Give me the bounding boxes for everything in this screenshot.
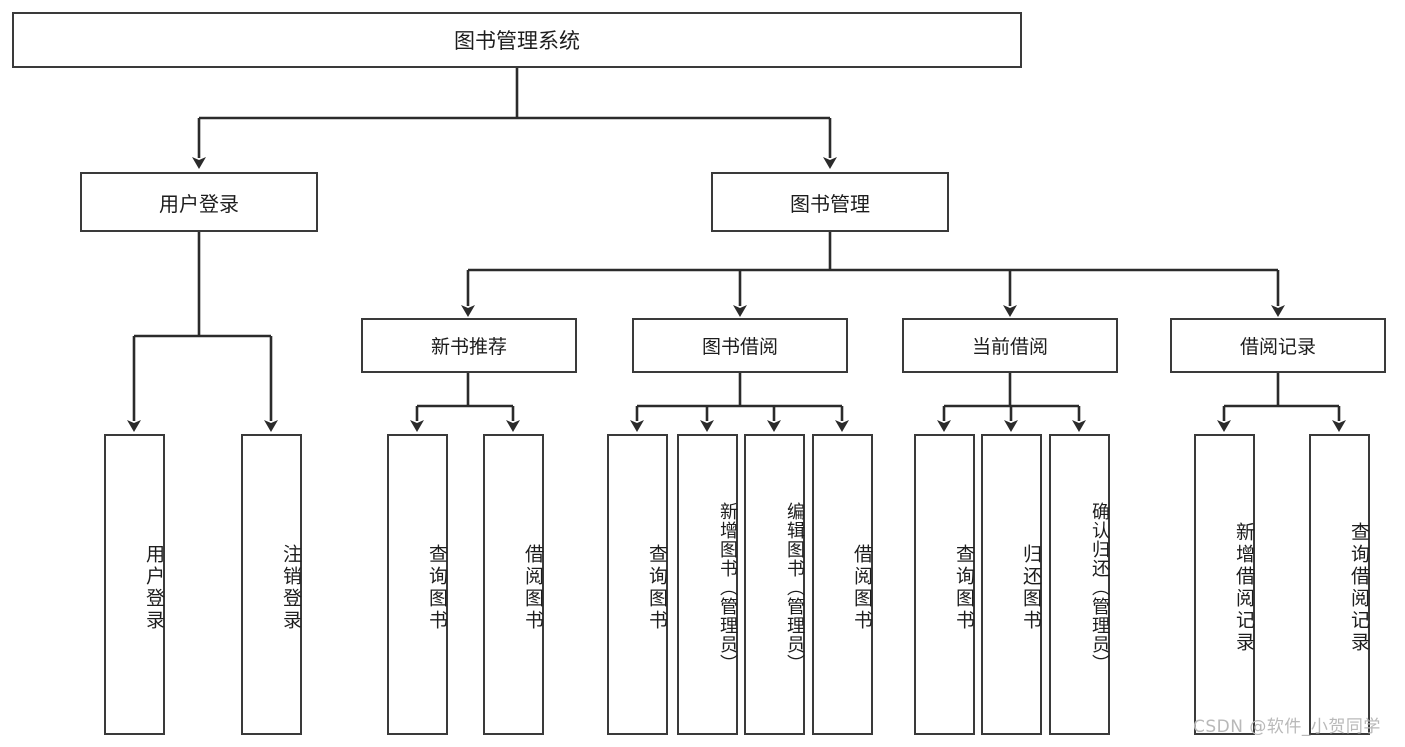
leaf-current-borrow-query-book[interactable]: 查询图书 <box>914 434 975 735</box>
leaf-new-book-query-book[interactable]: 查询图书 <box>387 434 448 735</box>
node-user-login[interactable]: 用户登录 <box>80 172 318 232</box>
node-book-management[interactable]: 图书管理 <box>711 172 949 232</box>
node-label: 查询图书 <box>953 543 975 632</box>
leaf-borrow-record-query-record[interactable]: 查询借阅记录 <box>1309 434 1370 735</box>
node-label: 图书借阅 <box>701 336 778 358</box>
node-label: 借阅图书 <box>522 543 544 632</box>
node-label: 图书管理 <box>790 191 870 216</box>
node-label: 用户登录 <box>159 191 239 216</box>
node-label: 查询图书 <box>646 543 668 632</box>
leaf-borrow-record-add-record[interactable]: 新增借阅记录 <box>1194 434 1255 735</box>
leaf-user-login-login[interactable]: 用户登录 <box>104 434 165 735</box>
leaf-new-book-borrow-book[interactable]: 借阅图书 <box>483 434 544 735</box>
csdn-watermark: CSDN @软件_小贺同学 <box>1193 717 1381 737</box>
node-label: 查询图书 <box>426 543 448 632</box>
node-label: 借阅图书 <box>851 543 873 632</box>
node-label: 确认归还（管理员） <box>1089 502 1110 673</box>
node-label: 新书推荐 <box>430 336 507 358</box>
leaf-user-login-logout[interactable]: 注销登录 <box>241 434 302 735</box>
node-label: 图书管理系统 <box>454 29 580 53</box>
node-borrow-record[interactable]: 借阅记录 <box>1170 318 1386 373</box>
leaf-book-borrow-borrow-book[interactable]: 借阅图书 <box>812 434 873 735</box>
node-new-book-recommend[interactable]: 新书推荐 <box>361 318 577 373</box>
node-label: 注销登录 <box>280 543 302 632</box>
node-label: 编辑图书（管理员） <box>784 502 805 673</box>
node-root-book-management-system[interactable]: 图书管理系统 <box>12 12 1022 68</box>
leaf-book-borrow-edit-book-admin[interactable]: 编辑图书（管理员） <box>744 434 805 735</box>
leaf-current-borrow-return-book[interactable]: 归还图书 <box>981 434 1042 735</box>
node-label: 当前借阅 <box>971 336 1048 358</box>
leaf-book-borrow-query-book[interactable]: 查询图书 <box>607 434 668 735</box>
node-label: 归还图书 <box>1020 543 1042 632</box>
node-label: 用户登录 <box>143 543 165 632</box>
node-label: 查询借阅记录 <box>1348 521 1370 654</box>
node-label: 借阅记录 <box>1239 336 1316 358</box>
node-book-borrow[interactable]: 图书借阅 <box>632 318 848 373</box>
leaf-book-borrow-add-book-admin[interactable]: 新增图书（管理员） <box>677 434 738 735</box>
node-current-borrow[interactable]: 当前借阅 <box>902 318 1118 373</box>
leaf-current-borrow-confirm-return-admin[interactable]: 确认归还（管理员） <box>1049 434 1110 735</box>
node-label: 新增图书（管理员） <box>717 502 738 673</box>
node-label: 新增借阅记录 <box>1233 521 1255 654</box>
